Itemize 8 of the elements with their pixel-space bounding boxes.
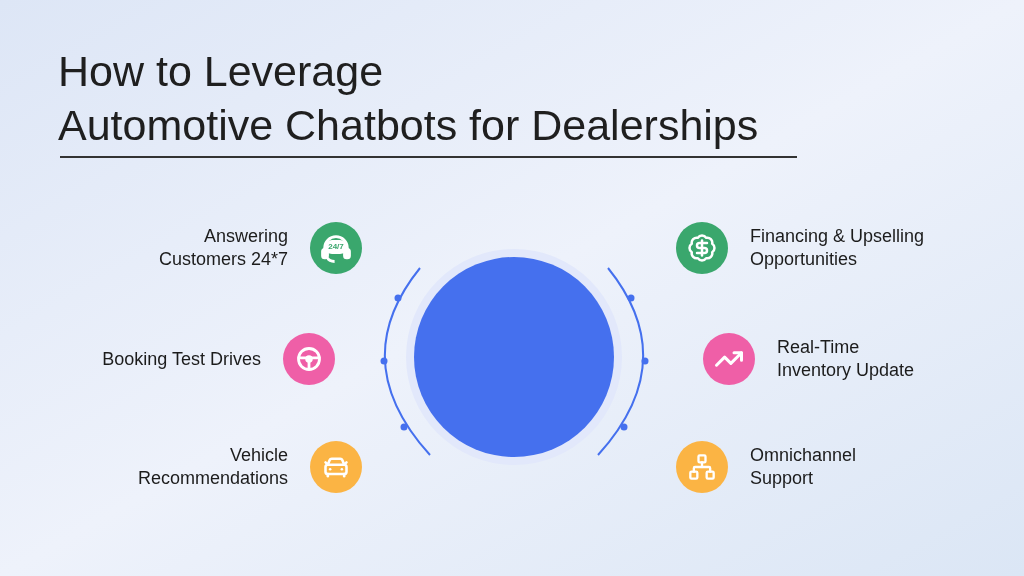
item-text: Vehicle Recommendations bbox=[137, 444, 288, 490]
badge-text: 24/7 bbox=[325, 240, 347, 254]
item-text: Financing & Upselling Opportunities bbox=[750, 225, 926, 271]
item-text: Booking Test Drives bbox=[102, 347, 261, 371]
title: How to Leverage Automotive Chatbots for Dealerships bbox=[58, 46, 760, 151]
item-text: Omnichannel Support bbox=[750, 444, 858, 490]
item-text: Answering Customers 24*7 bbox=[158, 225, 288, 271]
item-text: Real-Time Inventory Update bbox=[777, 336, 916, 382]
